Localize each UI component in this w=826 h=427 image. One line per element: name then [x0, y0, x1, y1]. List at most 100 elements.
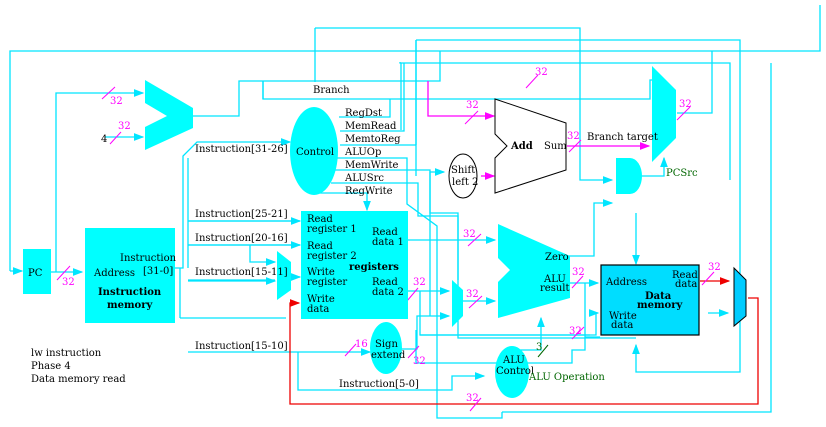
wire-regdst: [339, 99, 391, 118]
imem-out-label-1: Instruction: [120, 253, 177, 264]
regdst-mux: [277, 251, 291, 300]
bus-width-alu-ctl: 32: [466, 393, 479, 404]
instr-field-25-21: Instruction[25-21]: [195, 209, 288, 220]
instr-field-15-10: Instruction[15-10]: [195, 341, 288, 352]
alu-result-b: result: [540, 283, 570, 294]
branch-adder: [494, 98, 567, 194]
bus-width-add-in: 32: [466, 100, 479, 111]
sign-extend-2: extend: [371, 350, 406, 361]
wire-pcmux-out: [677, 51, 713, 114]
bus-width-rd2: 32: [413, 277, 426, 288]
reg-read-reg2-b: register 2: [307, 251, 357, 262]
memtoreg-mux: [733, 266, 747, 328]
sign-extend: [370, 322, 402, 374]
alu-control: [495, 346, 529, 398]
pc-register: [23, 249, 51, 294]
wire-funct: [297, 352, 486, 391]
wire-memread: [340, 63, 405, 132]
wire-pc-feedback: [9, 5, 821, 271]
branch-target-label: Branch target: [587, 132, 658, 143]
data-memory: [600, 264, 700, 336]
branch-path: [427, 81, 651, 180]
dm-write-data-b: data: [611, 320, 633, 331]
alu-operation-label: ALU Operation: [528, 372, 605, 383]
signal-memread: MemRead: [345, 121, 397, 132]
active-path: [289, 277, 759, 405]
adder-sum-label: Sum: [544, 141, 567, 152]
signal-memwrite: MemWrite: [345, 160, 398, 171]
wire-pcplus4-to-add: [427, 81, 496, 120]
instr-field-31-26: Instruction[31-26]: [195, 144, 288, 155]
instr-field-20-16: Instruction[20-16]: [195, 233, 288, 244]
pc-label: PC: [28, 268, 43, 279]
branch-label: Branch: [313, 85, 350, 96]
wire-rt-mux: [249, 245, 277, 266]
signal-alusrc: ALUSrc: [344, 173, 384, 184]
reg-read-data2-b: data 2: [372, 287, 404, 298]
wire-zero: [555, 199, 614, 257]
alu-control-1: ALU: [502, 355, 525, 366]
wire-instr-out: [175, 138, 292, 269]
instruction-memory: [85, 228, 175, 323]
reg-write-reg-b: register: [307, 277, 347, 288]
caption-line-2: Phase 4: [31, 361, 71, 372]
bus-width-sum: 32: [567, 131, 580, 142]
bus-width-alu-result: 32: [572, 267, 585, 278]
wire-write-data: [420, 309, 600, 336]
bus-width-four: 32: [118, 121, 131, 132]
alu-result-a: ALU: [543, 274, 566, 285]
alusrc-mux: [452, 280, 463, 327]
wire-pc-to-adder: [55, 89, 145, 272]
wire-regwrite: [319, 192, 371, 212]
bus-width-pcmux: 32: [679, 99, 692, 110]
dm-write-data-a: Write: [609, 311, 637, 322]
wires: [9, 5, 821, 419]
wire-signext-to-shift: [429, 168, 446, 316]
reg-read-data2-a: Read: [372, 277, 398, 288]
reg-write-data-b: data: [307, 304, 329, 315]
reg-read-reg2-a: Read: [307, 241, 333, 252]
wire-memwrite: [334, 169, 636, 339]
wire-signext-out: [400, 312, 451, 350]
imem-title-2: memory: [107, 300, 153, 311]
pc-adder: [145, 80, 193, 150]
signal-regdst: RegDst: [345, 108, 382, 119]
pcsrc-mux: [652, 66, 676, 162]
dm-read-data-b: data: [675, 279, 697, 290]
imem-out-label-2: [31-0]: [143, 266, 173, 277]
register-file: [301, 211, 408, 319]
dm-title-2: memory: [637, 300, 683, 311]
alu-control-2: Control: [496, 366, 534, 377]
imem-address-label: Address: [93, 268, 135, 279]
bus-width-sign-ext: 32: [413, 356, 426, 367]
sign-extend-1: Sign: [375, 339, 398, 350]
wire-top-4: [502, 63, 772, 413]
bus-width-pc-adder: 32: [110, 96, 123, 107]
shift-left-2: [448, 153, 478, 199]
wire-and-out: [642, 156, 668, 177]
bus-width-rd1: 32: [463, 229, 476, 240]
dm-address-label: Address: [605, 277, 647, 288]
bus-width-marks: [56, 74, 715, 412]
reg-read-data1-b: data 1: [372, 237, 404, 248]
wire-alu-bypass: [415, 283, 600, 364]
bus-width-alusrc: 32: [466, 289, 479, 300]
dm-title-1: Data: [645, 291, 672, 302]
dm-read-data-a: Read: [672, 270, 698, 281]
wire-branch-line: [314, 27, 612, 180]
caption-line-3: Data memory read: [31, 374, 126, 385]
branch-and-gate: [616, 158, 642, 194]
wire-writeback: [289, 297, 759, 405]
alu: [498, 224, 570, 318]
signal-aluop: ALUOp: [344, 147, 381, 158]
bus-width-write-data: 32: [569, 326, 582, 337]
caption-line-1: lw instruction: [31, 348, 102, 359]
pcsrc-label: PCSrc: [666, 168, 698, 179]
bus-width-pc-imem: 32: [62, 277, 75, 288]
reg-read-data1-a: Read: [372, 227, 398, 238]
control-label: Control: [296, 147, 334, 158]
shift-left-2-label: left 2: [452, 177, 478, 188]
bus-width-imm: 16: [355, 339, 368, 350]
